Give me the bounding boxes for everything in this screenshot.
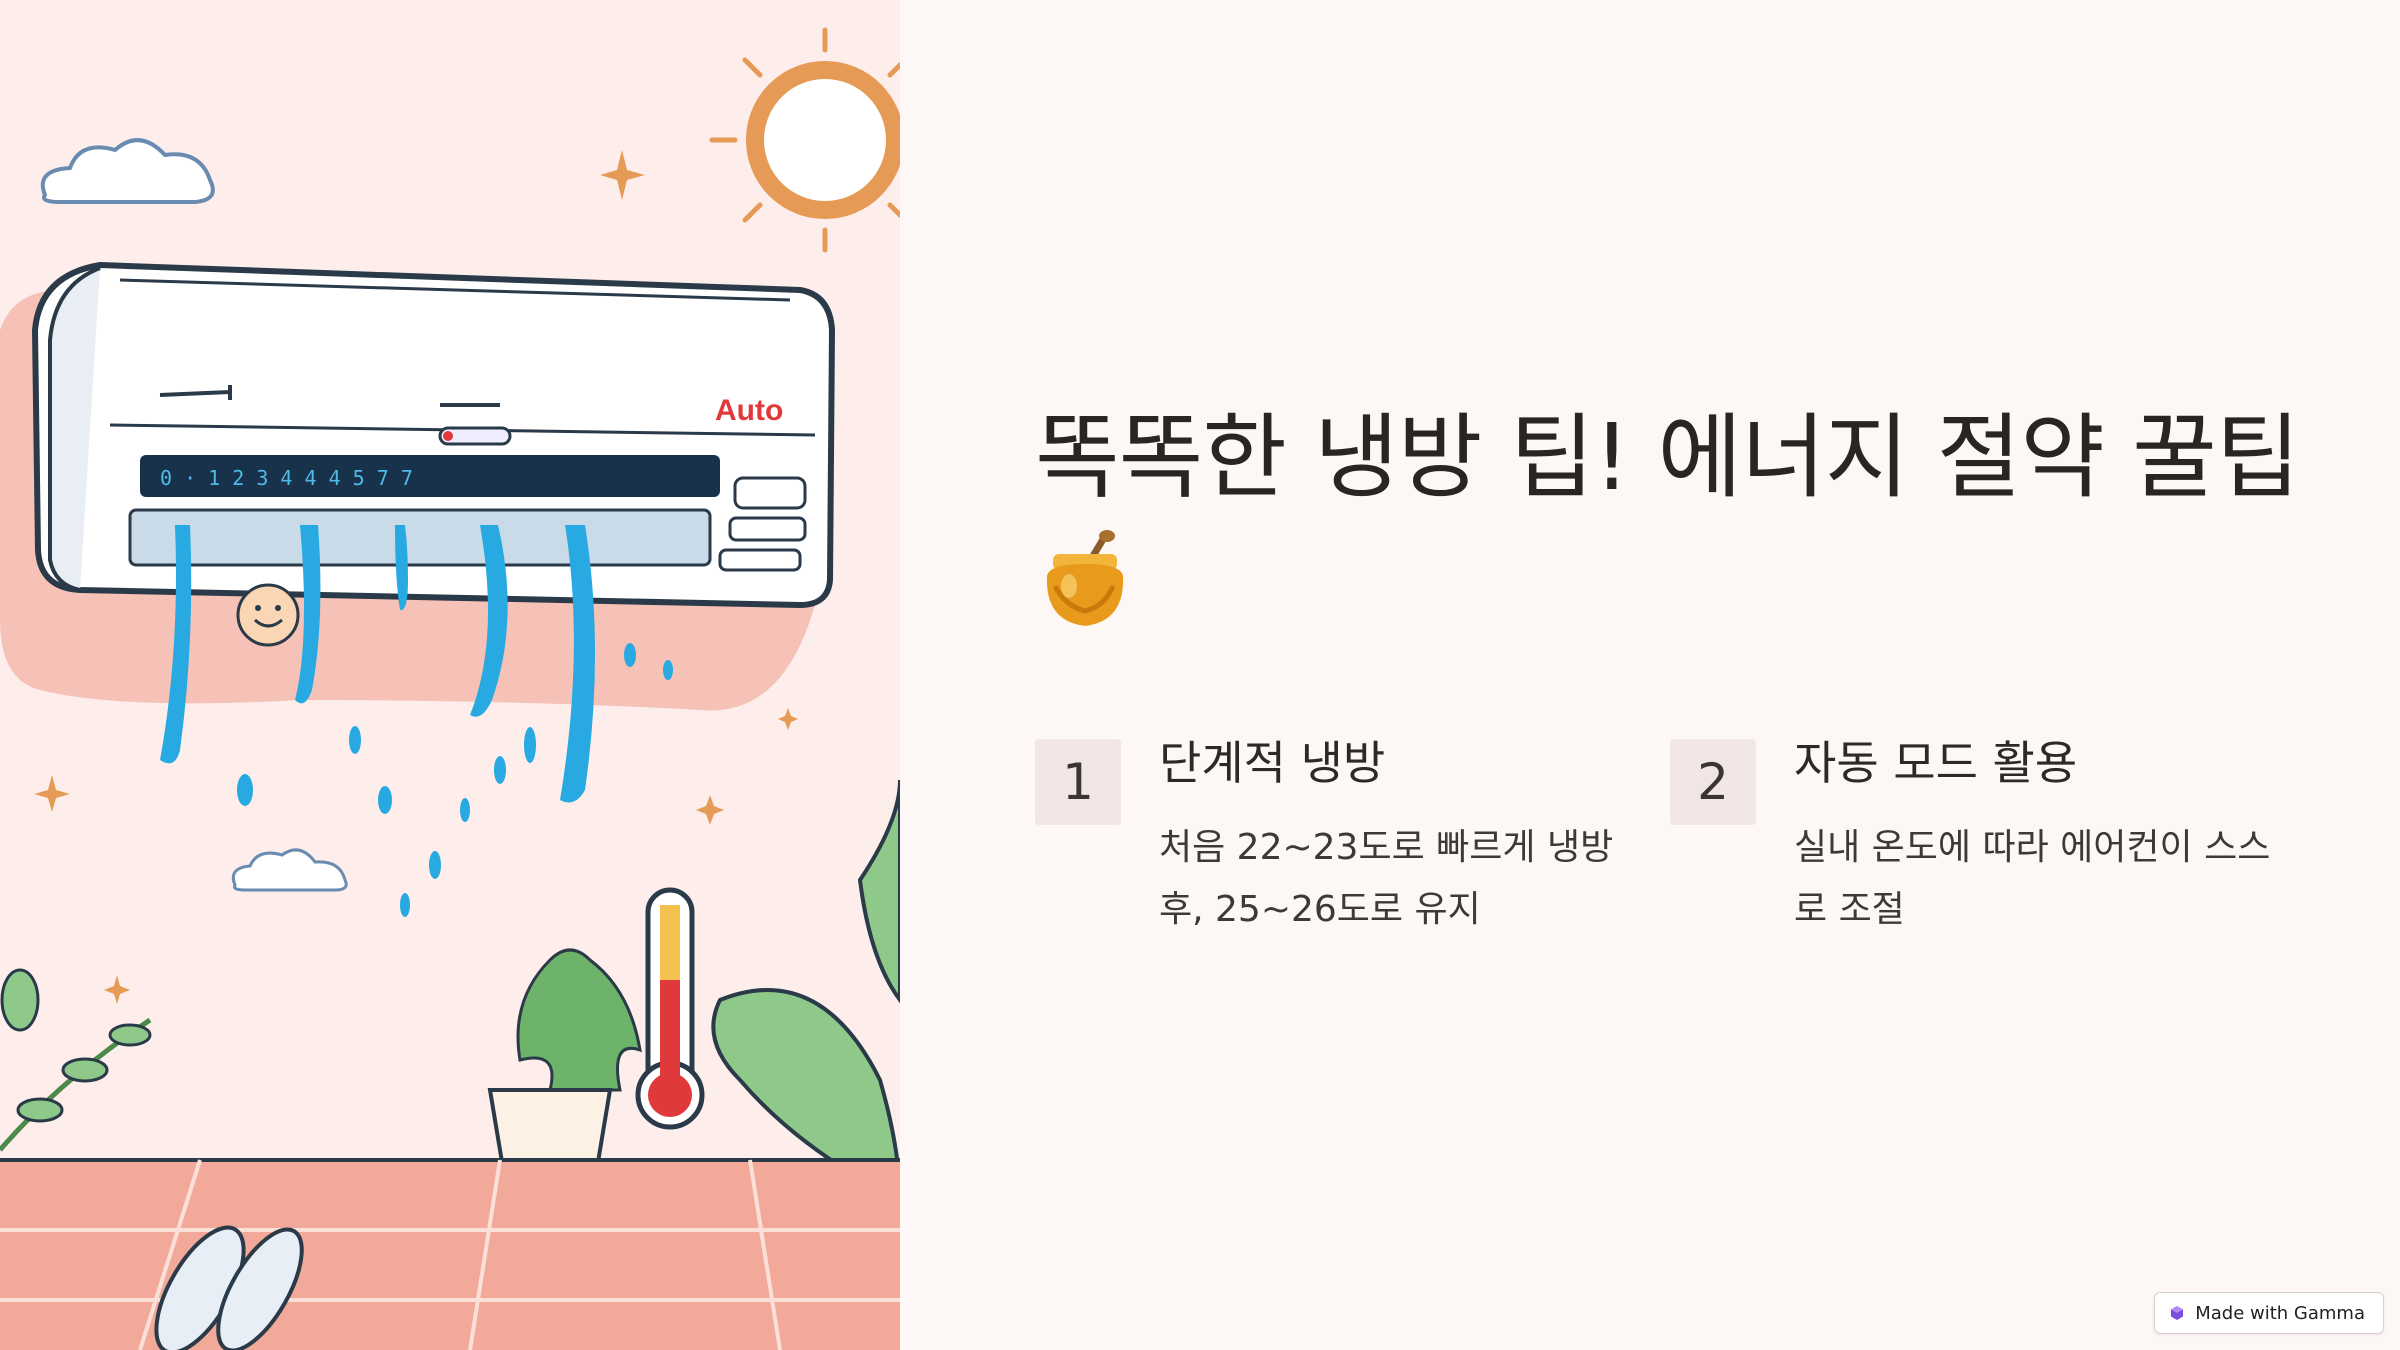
cloud-icon-small (231, 848, 348, 892)
badge-label: Made with Gamma (2195, 1302, 2365, 1324)
svg-text:Auto: Auto (715, 394, 783, 427)
made-with-gamma-badge[interactable]: Made with Gamma (2154, 1292, 2384, 1334)
leaf-illustration (711, 779, 900, 1203)
floor-tiles (0, 1158, 900, 1350)
ac-unit: Auto 0 · 1 2 3 4 4 4 5 7 7 (31, 261, 836, 609)
step-number: 2 (1670, 739, 1756, 825)
step-title: 자동 모드 활용 (1794, 736, 2078, 790)
title-block: 똑똑한 냉방 팁! 에너지 절약 꿀팁 (1035, 400, 2315, 636)
air-conditioner-illustration: Auto 0 · 1 2 3 4 4 4 5 7 7 (0, 0, 900, 1350)
thermometer-icon (635, 887, 705, 1130)
sun-icon (709, 27, 900, 253)
honey-pot-icon (1046, 530, 1124, 626)
bottle-illustration (154, 1225, 304, 1350)
slide-title: 똑똑한 냉방 팁! 에너지 절약 꿀팁 (1035, 404, 2300, 511)
step-number: 1 (1035, 739, 1121, 825)
gamma-logo-icon (2171, 1306, 2184, 1320)
svg-text:0 · 1 2 3 4 4 4 5 7 7: 0 · 1 2 3 4 4 4 5 7 7 (160, 466, 413, 490)
step-description: 실내 온도에 따라 에어컨이 스스로 조절 (1794, 827, 2271, 930)
character-illustration (236, 583, 300, 647)
step-description: 처음 22~23도로 빠르게 냉방 후, 25~26도로 유지 (1159, 827, 1614, 930)
step-title: 단계적 냉방 (1159, 736, 1386, 790)
potted-plant-illustration (487, 948, 642, 1221)
vine-illustration (0, 968, 152, 1152)
water-drops (160, 525, 673, 917)
cloud-icon (40, 138, 215, 204)
sparkle-icon (34, 150, 798, 1004)
